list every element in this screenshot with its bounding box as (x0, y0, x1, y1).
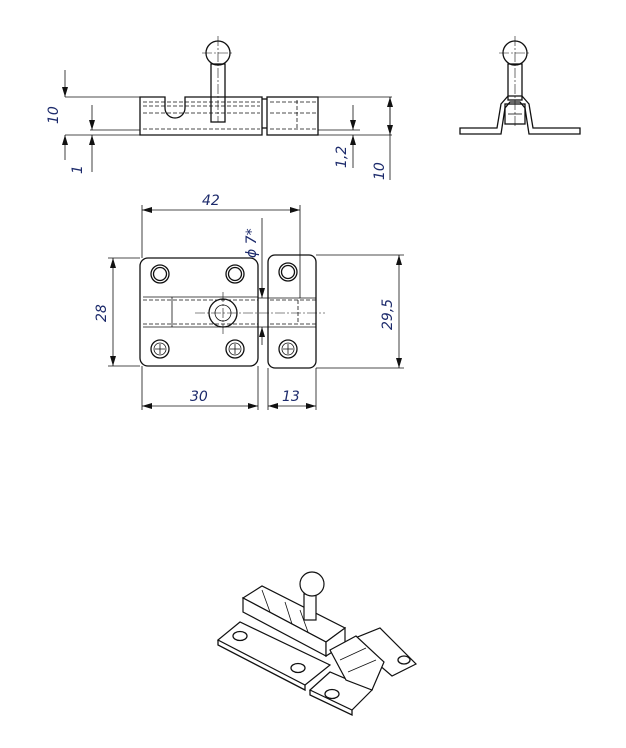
dim-thickness-right: 1,2 (334, 146, 350, 168)
dim-height-left: 10 (46, 106, 62, 124)
dim-thickness: 1 (70, 165, 86, 174)
bolt-body (139, 96, 263, 136)
dim-strike-height: 29,5 (380, 299, 396, 330)
side-view (459, 36, 581, 135)
dim-plate-width: 30 (190, 389, 208, 405)
dim-strike-width: 13 (282, 389, 300, 405)
plan-view: 42 ϕ 7* 28 29,5 30 13 (94, 193, 404, 410)
front-view: 10 1 1,2 10 (46, 36, 393, 180)
dim-bolt-diameter: ϕ 7* (244, 228, 260, 258)
bolt-plate (139, 257, 259, 367)
isometric-view (216, 571, 418, 717)
strike-plate (267, 254, 317, 369)
dim-height-right: 10 (372, 162, 388, 180)
dim-plate-height: 28 (94, 304, 110, 322)
dim-total-width: 42 (202, 193, 220, 209)
mounting-holes (150, 262, 298, 359)
strike-body (266, 96, 319, 136)
